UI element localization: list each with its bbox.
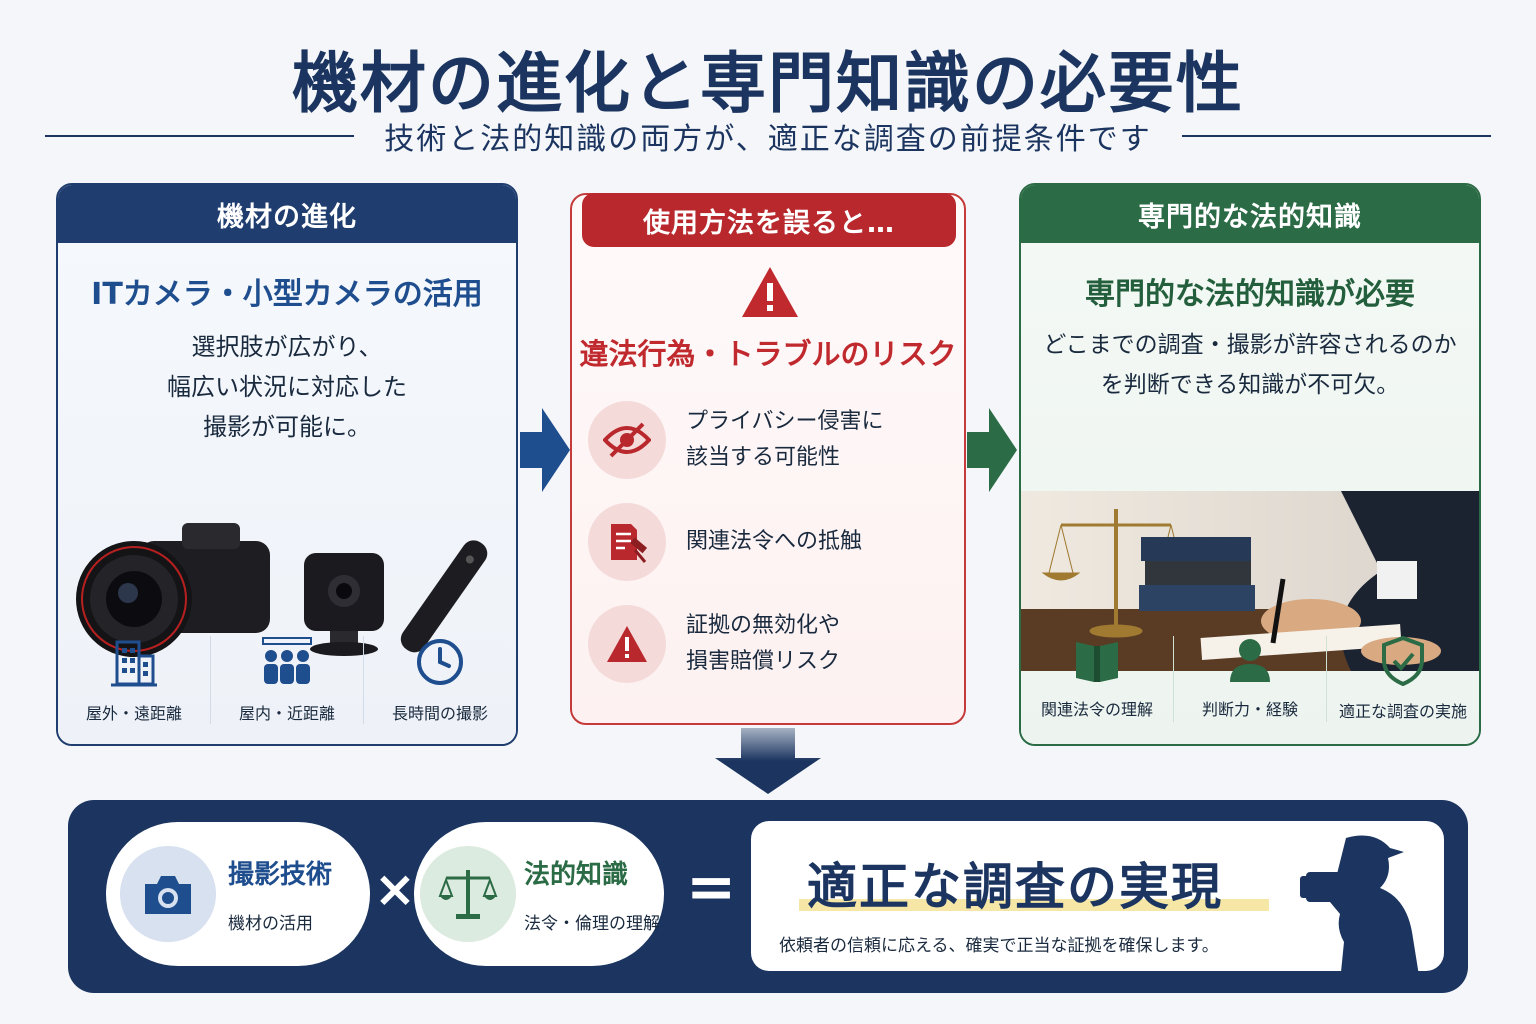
risk-evidence-invalid: 証拠の無効化や 損害賠償リスク [588, 605, 840, 683]
title-highlight [799, 899, 1269, 911]
page-title: 機材の進化と専門知識の必要性 [292, 45, 1244, 122]
feature-long-duration: 長時間の撮影 [364, 636, 516, 724]
photographer-silhouette-icon [1300, 835, 1420, 982]
warning-icon [588, 605, 666, 683]
desc-line: 選択肢が広がり、 [191, 333, 383, 361]
skill-proper-investigation: 適正な調査の実施 [1327, 636, 1479, 722]
divider-left [45, 135, 355, 137]
equipment-heading: ITカメラ・小型カメラの活用 [91, 277, 483, 312]
subtitle-row: 技術と法的知識の両方が、適正な調査の前提条件です [45, 113, 1491, 159]
legal-knowledge-panel: 専門的な法的知識 専門的な法的知識が必要 どこまでの調査・撮影が許容されるのか … [1019, 183, 1481, 746]
pen-camera-icon [400, 540, 488, 653]
equipment-icon-row: 屋外・遠距離 屋内・近距離 長時間の撮影 [58, 636, 516, 724]
risk-line: プライバシー侵害に [686, 409, 884, 434]
arrow-down-icon [715, 728, 821, 794]
risk-line: 関連法令への抵触 [686, 529, 863, 554]
arrow-right-green-icon [967, 408, 1017, 492]
person-icon [1230, 639, 1270, 682]
risk-line: 証拠の無効化や [686, 613, 841, 638]
legal-description: どこまでの調査・撮影が許容されるのか を判断できる知識が不可欠。 [1021, 325, 1479, 405]
desc-line: 撮影が可能に。 [203, 413, 371, 441]
shield-check-icon [1382, 636, 1424, 686]
pill-subtitle: 法令・倫理の理解 [524, 914, 660, 934]
scale-icon [420, 846, 516, 942]
legal-icon-row: 関連法令の理解 判断力・経験 適正な調査の実施 [1021, 636, 1479, 722]
conclusion-band: 撮影技術 機材の活用 × 法的知識 法令・倫理の理解 = 適正な調査の実現 依頼… [68, 800, 1468, 993]
subtitle: 技術と法的知識の両方が、適正な調査の前提条件です [384, 122, 1152, 157]
equipment-panel-header: 機材の進化 [58, 185, 516, 243]
feature-label: 屋内・近距離 [238, 704, 335, 723]
risk-heading: 違法行為・トラブルのリスク [579, 337, 957, 371]
legal-panel-header: 専門的な法的知識 [1021, 185, 1479, 243]
risk-panel: 使用方法を誤ると… 違法行為・トラブルのリスク プライバシー侵害に 該当する可能… [570, 193, 966, 725]
feature-label: 屋外・遠距離 [85, 704, 182, 723]
risk-line: 損害賠償リスク [686, 649, 841, 674]
risk-privacy: プライバシー侵害に 該当する可能性 [588, 401, 884, 479]
pill-photography: 撮影技術 機材の活用 [106, 822, 370, 966]
document-gavel-icon [588, 503, 666, 581]
result-description: 依頼者の信頼に応える、確実で正当な証拠を確保します。 [779, 936, 1219, 956]
desc-line: 幅広い状況に対応した [167, 373, 407, 401]
people-icon [262, 637, 312, 684]
book-icon [1076, 642, 1118, 682]
feature-indoor: 屋内・近距離 [211, 636, 364, 724]
skill-judgement: 判断力・経験 [1174, 636, 1327, 722]
pill-title: 法的知識 [524, 860, 629, 890]
mini-camera-icon [304, 553, 384, 656]
equipment-description: 選択肢が広がり、 幅広い状況に対応した 撮影が可能に。 [58, 327, 516, 447]
feature-label: 長時間の撮影 [391, 704, 488, 723]
desc-line: どこまでの調査・撮影が許容されるのか [1043, 332, 1457, 358]
clock-icon [417, 639, 463, 685]
skill-label: 関連法令の理解 [1040, 700, 1153, 719]
pill-subtitle: 機材の活用 [228, 914, 313, 934]
eye-slash-icon [588, 401, 666, 479]
legal-heading: 専門的な法的知識が必要 [1085, 277, 1415, 312]
equals-symbol: = [686, 852, 737, 922]
risk-line: 該当する可能性 [686, 445, 841, 470]
feature-outdoor: 屋外・遠距離 [58, 636, 211, 724]
desc-line: を判断できる知識が不可欠。 [1100, 372, 1400, 398]
divider-right [1181, 135, 1491, 137]
building-icon [111, 640, 157, 687]
risk-law-violation: 関連法令への抵触 [588, 503, 862, 581]
pill-legal: 法的知識 法令・倫理の理解 [414, 822, 664, 966]
risk-panel-header: 使用方法を誤ると… [582, 193, 956, 247]
times-symbol: × [374, 860, 416, 918]
skill-label: 適正な調査の実施 [1338, 702, 1467, 721]
equipment-panel: 機材の進化 ITカメラ・小型カメラの活用 選択肢が広がり、 幅広い状況に対応した… [56, 183, 518, 746]
arrow-right-icon [520, 408, 570, 492]
camera-icon [120, 846, 216, 942]
pill-title: 撮影技術 [228, 860, 333, 890]
skill-law-understanding: 関連法令の理解 [1021, 636, 1174, 722]
skill-label: 判断力・経験 [1201, 700, 1298, 719]
warning-triangle-icon [742, 267, 798, 317]
result-title: 適正な調査の実現 [807, 858, 1223, 916]
